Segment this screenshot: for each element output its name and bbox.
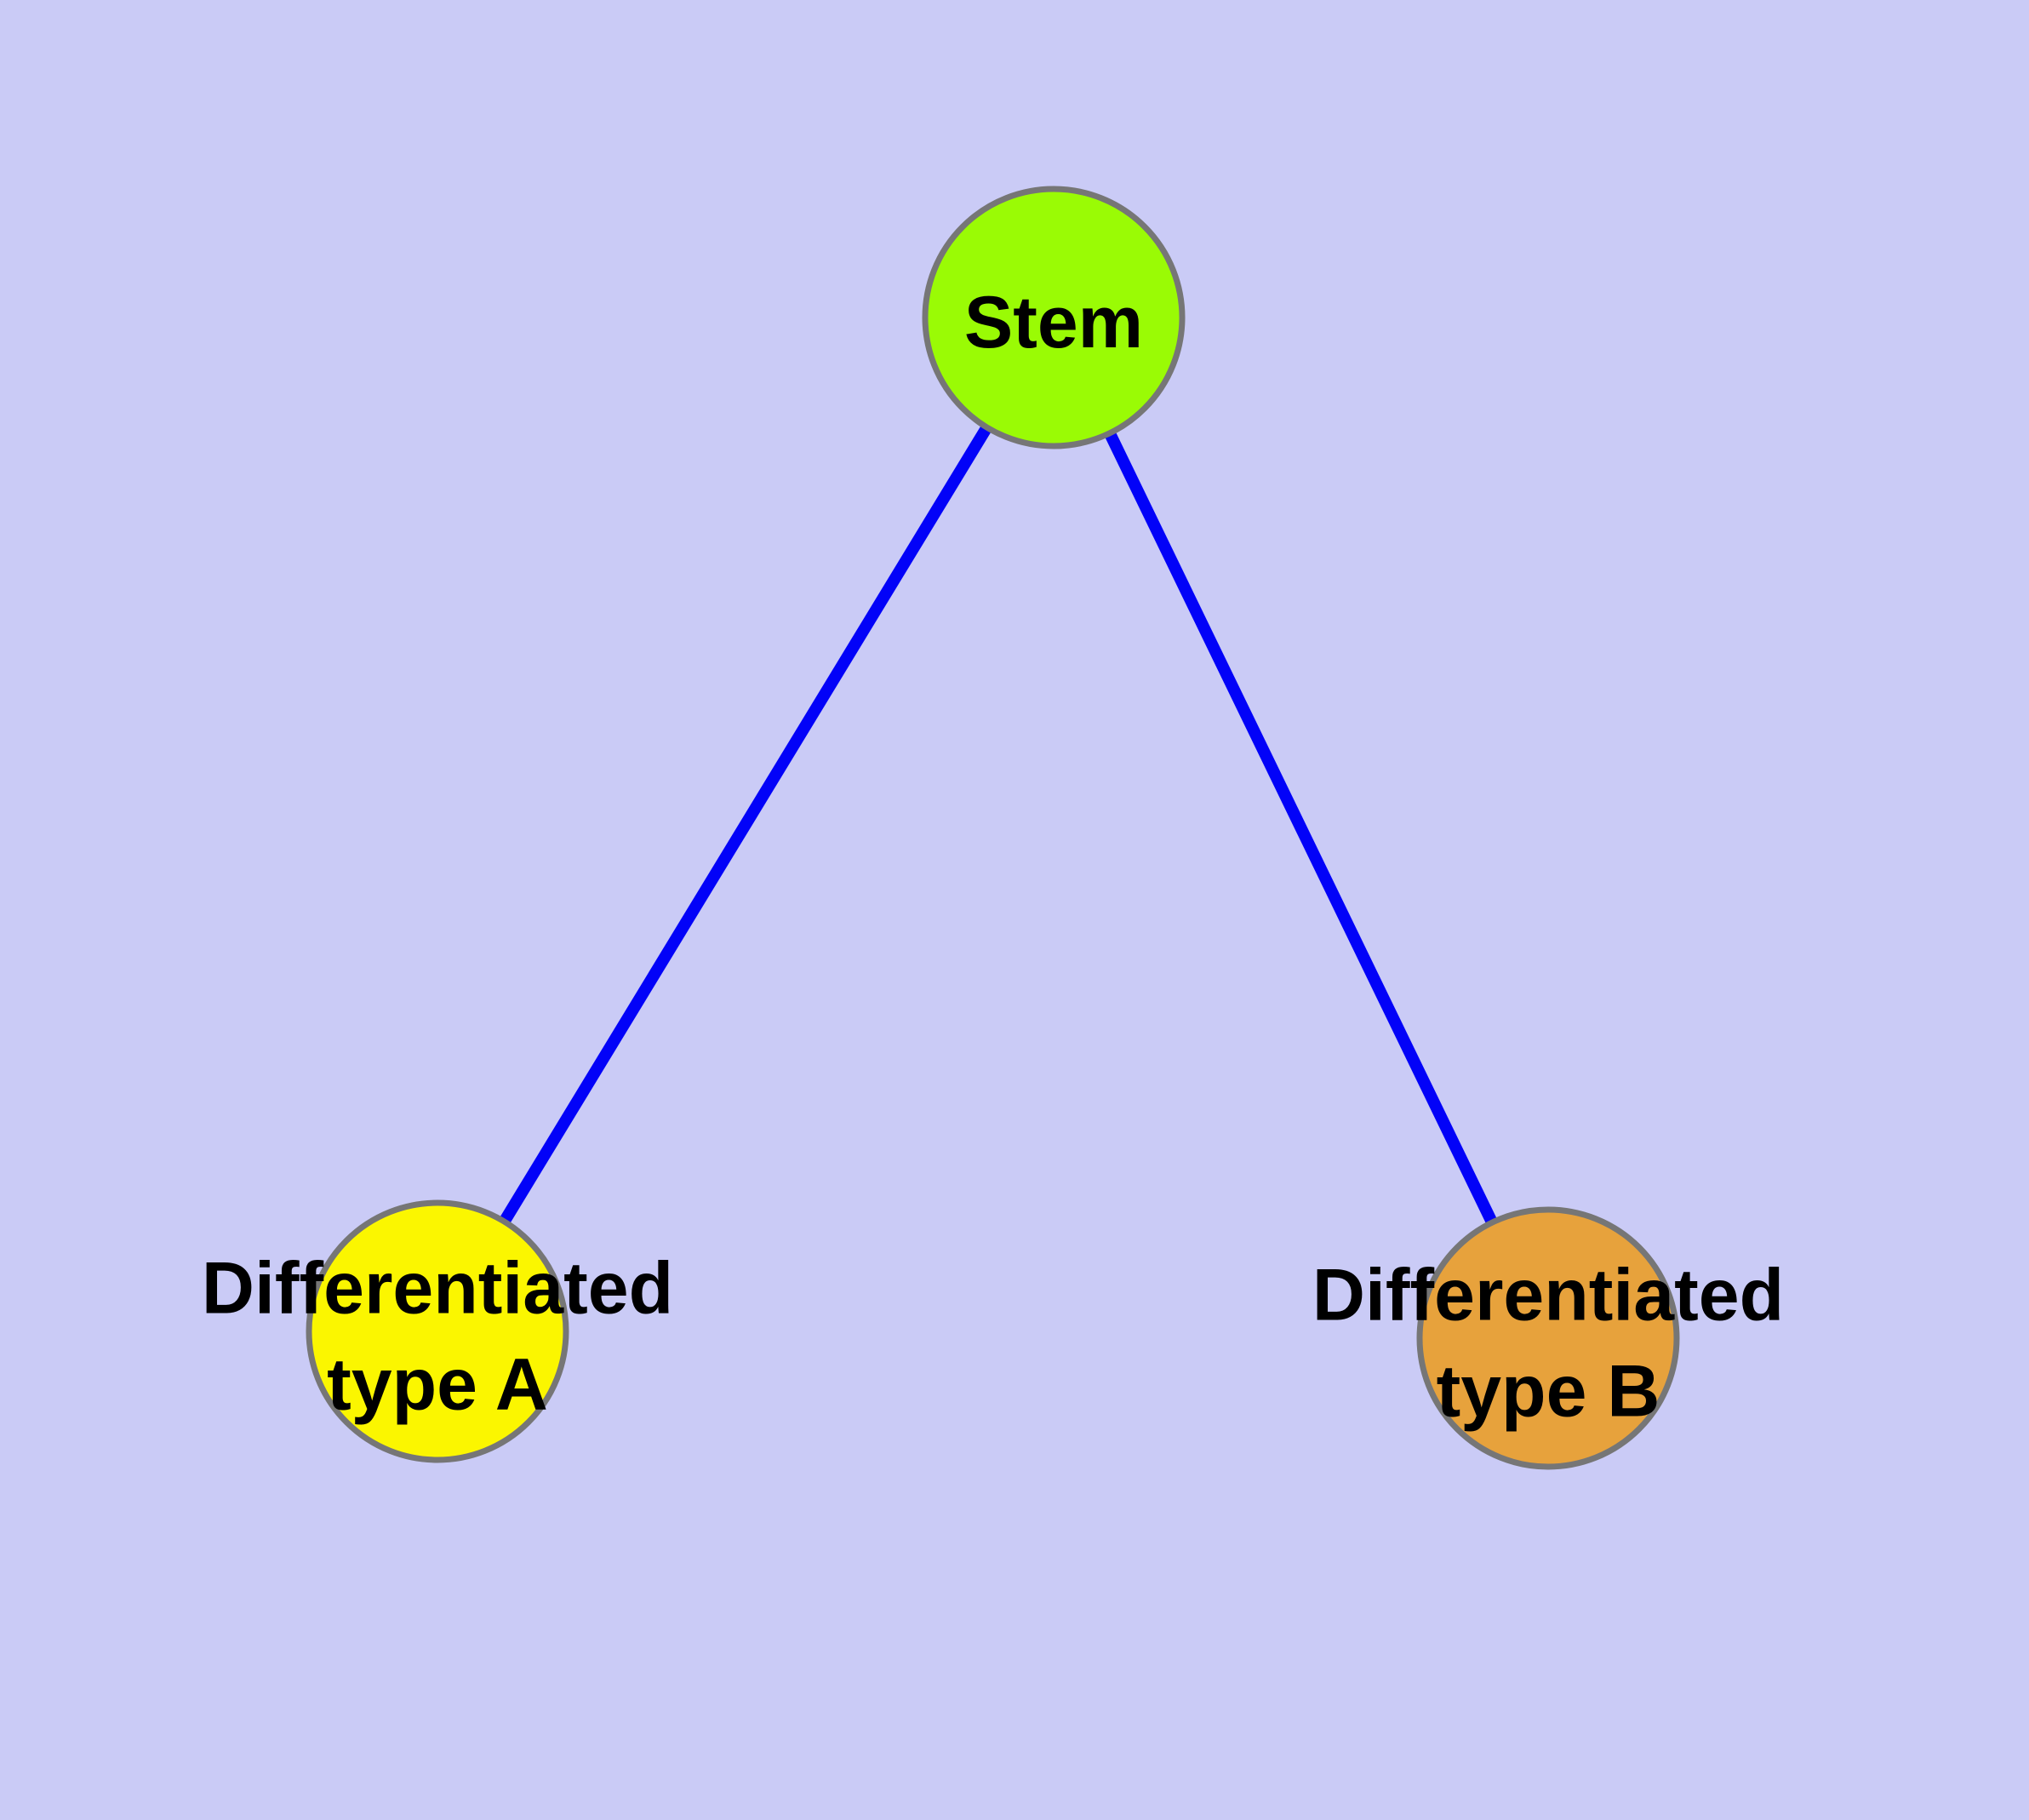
node-differentiated-type-b bbox=[1416, 1206, 1680, 1470]
edge-stem-to-differentiated-type-a bbox=[432, 314, 1059, 1335]
node-label-stem-line1: Stem bbox=[964, 282, 1143, 363]
node-label-differentiated-type-a-line2: type A bbox=[327, 1344, 548, 1426]
node-label-differentiated-type-b-line1: Differentiated bbox=[1312, 1255, 1784, 1336]
node-differentiated-type-a bbox=[306, 1199, 569, 1463]
node-label-differentiated-type-b-line2: type B bbox=[1437, 1351, 1660, 1433]
node-label-differentiated-type-a-line1: Differentiated bbox=[202, 1248, 673, 1330]
edges-layer bbox=[432, 314, 1554, 1342]
nodes-layer bbox=[306, 186, 1680, 1470]
node-stem bbox=[922, 186, 1186, 449]
edge-stem-to-differentiated-type-b bbox=[1048, 314, 1554, 1342]
